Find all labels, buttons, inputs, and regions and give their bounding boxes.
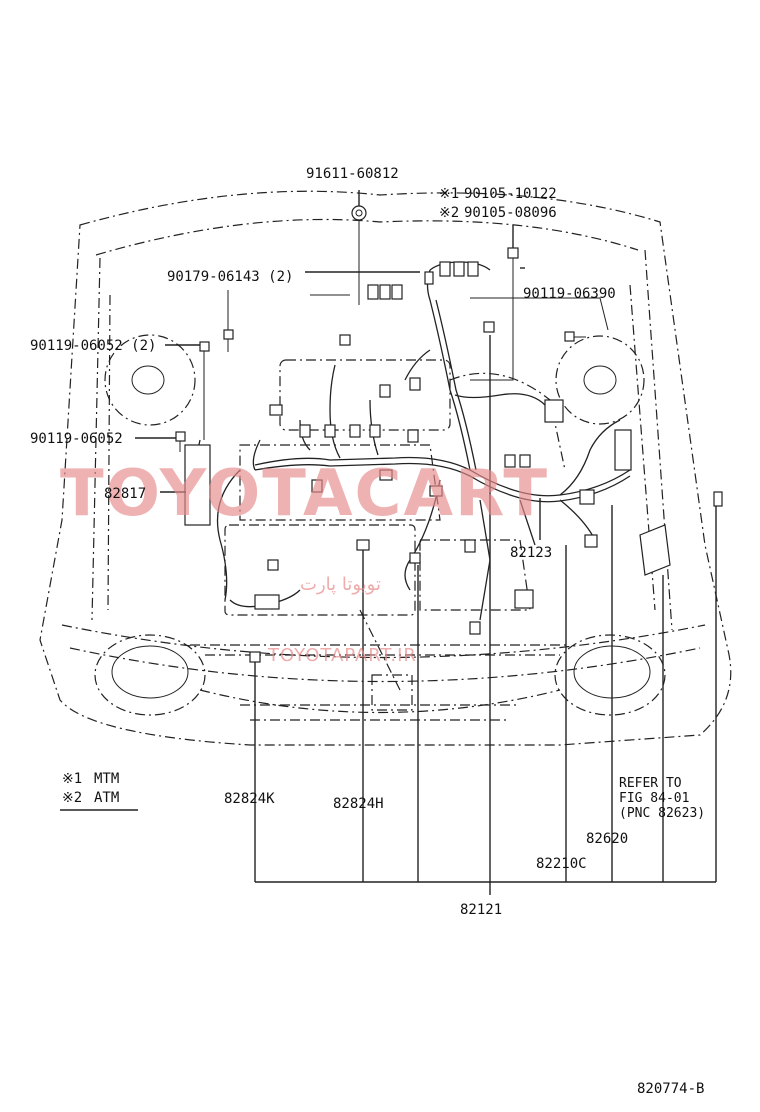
legend-mark-2: ※2 <box>62 790 82 806</box>
leader-lines <box>135 190 717 895</box>
part-labels: 91611-60812 ※1 90105-10122 ※2 90105-0809… <box>30 166 705 1097</box>
headlamp-right <box>554 634 666 716</box>
label-90179-06143: 90179-06143 (2) <box>167 269 293 285</box>
label-90105-10122: 90105-10122 <box>464 186 557 202</box>
label-82210C: 82210C <box>536 856 587 872</box>
fasteners <box>175 205 723 663</box>
label-90105-mark-2: ※2 <box>439 205 459 221</box>
legend-text-mtm: MTM <box>94 771 119 787</box>
label-90105-08096: 90105-08096 <box>464 205 557 221</box>
label-82121: 82121 <box>460 902 502 918</box>
figure-code: 820774-B <box>637 1081 704 1097</box>
hood-outline <box>39 190 732 746</box>
label-82824K: 82824K <box>224 791 275 807</box>
label-82123: 82123 <box>510 545 552 561</box>
label-91611-60812: 91611-60812 <box>306 166 399 182</box>
label-refer-line2: FIG 84-01 <box>619 791 689 806</box>
front-bumper <box>61 624 706 721</box>
watermark-site: TOYOTAPART.IR <box>267 645 417 666</box>
legend: ※1 MTM ※2 ATM <box>60 771 138 811</box>
label-90105-mark-1: ※1 <box>439 186 459 202</box>
watermark-main: TOYOTACART <box>60 457 549 531</box>
strut-tower-right <box>555 335 645 425</box>
label-90119-06052: 90119-06052 <box>30 431 123 447</box>
legend-mark-1: ※1 <box>62 771 82 787</box>
label-82817: 82817 <box>104 486 146 502</box>
label-90119-06390: 90119-06390 <box>523 286 616 302</box>
label-90119-06052-2: 90119-06052 (2) <box>30 338 156 354</box>
headlamp-left <box>94 634 206 716</box>
watermark-persian: تویوتا پارت <box>300 574 381 595</box>
label-refer-line3: (PNC 82623) <box>619 806 705 821</box>
legend-text-atm: ATM <box>94 790 119 806</box>
label-82620: 82620 <box>586 831 628 847</box>
strut-tower-left <box>104 334 196 426</box>
connectors <box>184 261 671 635</box>
label-refer-line1: REFER TO <box>619 776 682 791</box>
label-82824H: 82824H <box>333 796 384 812</box>
watermark: TOYOTACART تویوتا پارت TOYOTAPART.IR <box>60 457 549 666</box>
